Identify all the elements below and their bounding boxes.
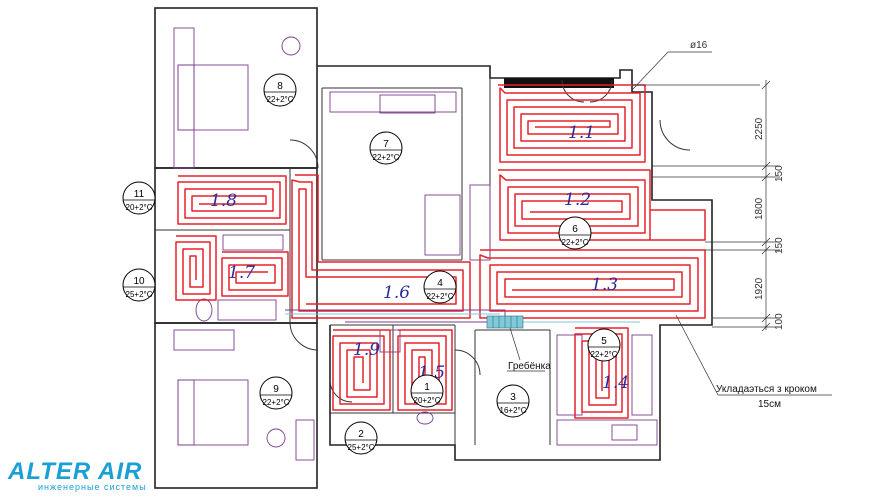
svg-text:7: 7 — [383, 139, 389, 150]
zone-label-1-3: 1.3 — [591, 275, 618, 295]
company-logo: ALTER AIR инженерные системы — [8, 458, 147, 492]
svg-text:22+2°C: 22+2°C — [267, 95, 294, 104]
supply-lines — [285, 309, 640, 323]
zone-label-1-2: 1.2 — [564, 190, 591, 210]
dim-2250: 2250 — [754, 117, 765, 140]
logo-brand: ALTER AIR — [8, 458, 143, 485]
room-marker-4: 4 22+2°C — [423, 270, 457, 304]
dim-1800: 1800 — [754, 197, 765, 220]
walls — [154, 7, 713, 489]
svg-text:22+2°C: 22+2°C — [591, 350, 618, 359]
manifold-label: Гребёнка — [508, 360, 551, 372]
zone-label-1-9: 1.9 — [353, 340, 380, 360]
svg-text:3: 3 — [510, 392, 516, 403]
dimension-lines: 2250 150 1800 150 1920 100 ø16 — [631, 40, 785, 332]
dim-150-mid: 150 — [774, 237, 785, 254]
room-marker-8: 8 22+2°C — [263, 73, 297, 107]
dim-150-top: 150 — [774, 165, 785, 182]
note-line-2: 15см — [758, 399, 781, 410]
svg-text:25+2°C: 25+2°C — [126, 290, 153, 299]
manifold: Гребёнка — [486, 315, 551, 372]
svg-text:8: 8 — [277, 81, 283, 92]
svg-text:4: 4 — [437, 278, 443, 289]
pipe-spacing-note: Укладаэться з кроком 15см — [675, 314, 832, 410]
dim-100: 100 — [774, 313, 785, 330]
svg-text:6: 6 — [572, 224, 578, 235]
svg-text:22+2°C: 22+2°C — [373, 153, 400, 162]
svg-text:22+2°C: 22+2°C — [263, 398, 290, 407]
svg-text:10: 10 — [133, 276, 145, 287]
zone-label-1-4: 1.4 — [602, 373, 629, 393]
room-marker-2: 2 25+2°C — [344, 421, 378, 455]
room-marker-11: 11 20+2°C — [122, 181, 156, 215]
svg-text:25+2°C: 25+2°C — [348, 443, 375, 452]
svg-text:2: 2 — [358, 429, 364, 440]
room-marker-1: 1 20+2°C — [410, 374, 444, 408]
loop-1-2 — [498, 169, 706, 241]
loop-1-1 — [498, 84, 646, 163]
zone-label-1-8: 1.8 — [210, 191, 237, 211]
svg-text:16+2°C: 16+2°C — [500, 406, 527, 415]
zone-label-1-1: 1.1 — [568, 123, 595, 143]
loop-1-7 — [175, 235, 289, 301]
svg-text:22+2°C: 22+2°C — [427, 292, 454, 301]
svg-text:5: 5 — [601, 336, 607, 347]
loop-1-6 — [291, 174, 471, 319]
svg-text:11: 11 — [134, 189, 145, 200]
svg-text:9: 9 — [273, 384, 279, 395]
loop-1-3 — [479, 249, 706, 319]
loop-1-8 — [177, 175, 287, 225]
zone-label-1-6: 1.6 — [383, 283, 410, 303]
logo-tagline: инженерные системы — [38, 482, 147, 492]
svg-text:20+2°C: 20+2°C — [414, 396, 441, 405]
pipe-diameter-label: ø16 — [690, 40, 708, 51]
room-markers: 8 22+2°C 7 22+2°C 6 22+2°C 11 20+2°C 10 … — [122, 73, 621, 455]
room-marker-5: 5 22+2°C — [587, 328, 621, 362]
zone-label-1-7: 1.7 — [228, 263, 255, 283]
svg-text:22+2°C: 22+2°C — [562, 238, 589, 247]
room-marker-10: 10 25+2°C — [122, 268, 156, 302]
furniture — [173, 27, 658, 461]
room-marker-7: 7 22+2°C — [369, 131, 403, 165]
dim-1920: 1920 — [754, 277, 765, 300]
svg-text:20+2°C: 20+2°C — [126, 203, 153, 212]
svg-text:1: 1 — [424, 382, 430, 393]
loop-1-9 — [332, 329, 391, 411]
room-marker-3: 3 16+2°C — [496, 384, 530, 418]
room-marker-6: 6 22+2°C — [558, 216, 592, 250]
note-line-1: Укладаэться з кроком — [716, 384, 817, 395]
room-marker-9: 9 22+2°C — [259, 376, 293, 410]
